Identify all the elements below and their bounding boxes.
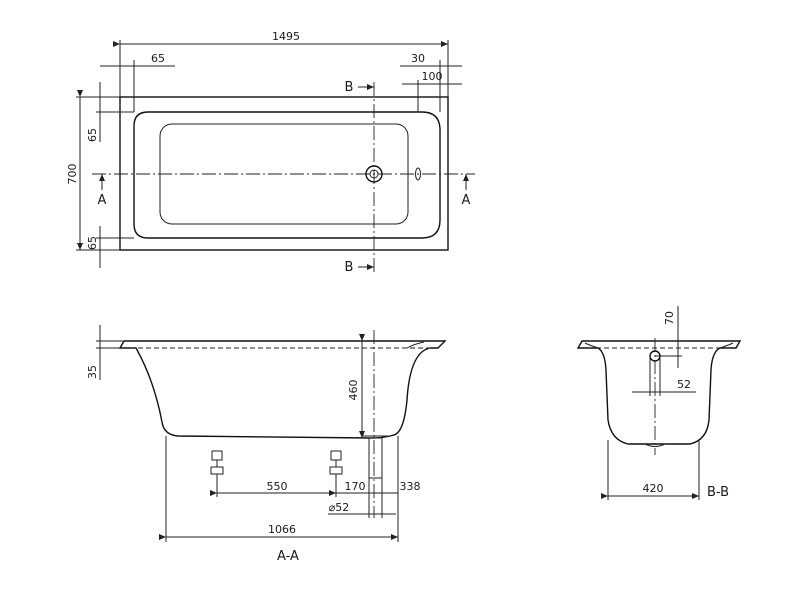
section-a-left: A bbox=[98, 193, 107, 208]
drain-pipe bbox=[368, 437, 383, 479]
dim-top-100: 100 bbox=[422, 70, 443, 83]
dim-170: 170 bbox=[345, 480, 366, 493]
tub-inner-basin bbox=[133, 111, 441, 239]
top-view: 1495 65 30 100 700 65 65 A A B B bbox=[66, 30, 475, 275]
dim-side-65-top: 65 bbox=[86, 128, 99, 142]
dim-top-30: 30 bbox=[411, 52, 425, 65]
section-b-top: B bbox=[345, 80, 354, 95]
tub-profile-aa bbox=[118, 340, 447, 439]
caption-section-aa: A-A bbox=[277, 549, 299, 564]
foot-left bbox=[210, 450, 224, 475]
dim-top-65: 65 bbox=[151, 52, 165, 65]
section-b-bottom: B bbox=[345, 260, 354, 275]
section-bb-view: 70 52 420 B-B bbox=[576, 306, 742, 500]
dim-drain-diameter: ⌀52 bbox=[329, 501, 350, 514]
caption-section-bb: B-B bbox=[707, 485, 729, 500]
dim-35: 35 bbox=[86, 365, 99, 379]
section-a-right: A bbox=[462, 193, 471, 208]
tub-profile-bb bbox=[576, 340, 742, 445]
dim-bb-70: 70 bbox=[663, 311, 676, 325]
dim-338: 338 bbox=[400, 480, 421, 493]
overflow bbox=[415, 167, 421, 181]
dim-bb-420: 420 bbox=[643, 482, 664, 495]
dim-side-65-bottom: 65 bbox=[86, 236, 99, 250]
tub-outer-rim bbox=[119, 96, 449, 251]
dim-460: 460 bbox=[347, 380, 360, 401]
dim-700: 700 bbox=[66, 164, 79, 185]
dim-1495: 1495 bbox=[272, 30, 300, 43]
foot-right bbox=[329, 450, 343, 475]
dim-bb-52: 52 bbox=[677, 378, 691, 391]
dim-550: 550 bbox=[267, 480, 288, 493]
section-aa-view: 35 460 550 170 338 ⌀52 1066 A-A bbox=[86, 325, 447, 564]
dim-1066: 1066 bbox=[268, 523, 296, 536]
